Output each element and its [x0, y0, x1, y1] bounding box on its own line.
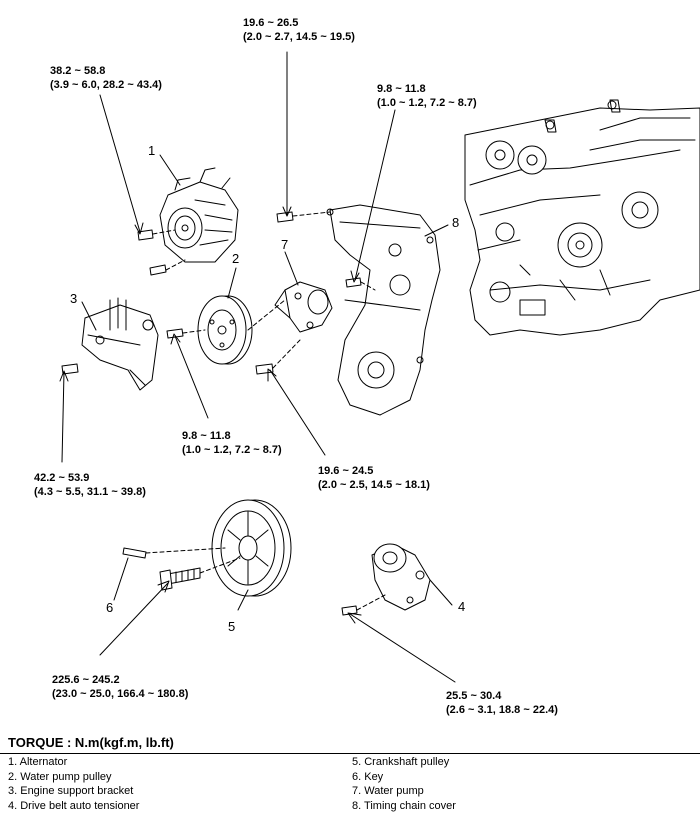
torque-value: 42.2 ~ 53.9: [34, 471, 146, 485]
torque-label-crankshaft-bolt: 225.6 ~ 245.2 (23.0 ~ 25.0, 166.4 ~ 180.…: [52, 673, 188, 701]
key: [123, 548, 146, 558]
torque-label-alternator: 38.2 ~ 58.8 (3.9 ~ 6.0, 28.2 ~ 43.4): [50, 64, 162, 92]
torque-conversion: (3.9 ~ 6.0, 28.2 ~ 43.4): [50, 78, 162, 92]
torque-value: 225.6 ~ 245.2: [52, 673, 188, 687]
engine-block: [465, 100, 700, 335]
legend-item: 2. Water pump pulley: [8, 770, 139, 785]
torque-value: 19.6 ~ 24.5: [318, 464, 430, 478]
alternator: [160, 168, 238, 262]
torque-value: 9.8 ~ 11.8: [377, 82, 477, 96]
torque-conversion: (1.0 ~ 1.2, 7.2 ~ 8.7): [377, 96, 477, 110]
callout-5: 5: [228, 620, 235, 634]
bolts: [62, 212, 361, 615]
legend-right-column: 5. Crankshaft pulley 6. Key 7. Water pum…: [352, 755, 456, 813]
torque-label-support-bracket: 42.2 ~ 53.9 (4.3 ~ 5.5, 31.1 ~ 39.8): [34, 471, 146, 499]
legend-left-column: 1. Alternator 2. Water pump pulley 3. En…: [8, 755, 139, 813]
callout-6: 6: [106, 601, 113, 615]
callout-4: 4: [458, 600, 465, 614]
legend-item: 6. Key: [352, 770, 456, 785]
torque-label-water-pump-top: 19.6 ~ 26.5 (2.0 ~ 2.7, 14.5 ~ 19.5): [243, 16, 355, 44]
engine-support-bracket: [82, 298, 158, 390]
legend-item: 5. Crankshaft pulley: [352, 755, 456, 770]
callout-7: 7: [281, 238, 288, 252]
torque-conversion: (1.0 ~ 1.2, 7.2 ~ 8.7): [182, 443, 282, 457]
callout-1: 1: [148, 144, 155, 158]
torque-conversion: (2.6 ~ 3.1, 18.8 ~ 22.4): [446, 703, 558, 717]
legend-item: 1. Alternator: [8, 755, 139, 770]
torque-label-water-pump-lower: 19.6 ~ 24.5 (2.0 ~ 2.5, 14.5 ~ 18.1): [318, 464, 430, 492]
legend-item: 8. Timing chain cover: [352, 799, 456, 813]
drive-belt-auto-tensioner: [372, 544, 430, 610]
legend-item: 7. Water pump: [352, 784, 456, 799]
torque-value: 38.2 ~ 58.8: [50, 64, 162, 78]
exploded-view-diagram: 19.6 ~ 26.5 (2.0 ~ 2.7, 14.5 ~ 19.5) 38.…: [0, 0, 700, 730]
water-pump: [275, 282, 332, 332]
timing-chain-cover: [327, 205, 440, 415]
water-pump-pulley: [198, 296, 252, 364]
torque-units-title: TORQUE : N.m(kgf.m, lb.ft): [8, 735, 174, 750]
callout-2: 2: [232, 252, 239, 266]
torque-value: 19.6 ~ 26.5: [243, 16, 355, 30]
callout-8: 8: [452, 216, 459, 230]
torque-label-tensioner: 25.5 ~ 30.4 (2.6 ~ 3.1, 18.8 ~ 22.4): [446, 689, 558, 717]
diagram-drawing: [0, 0, 700, 730]
crankshaft-bolt: [160, 568, 200, 590]
callout-3: 3: [70, 292, 77, 306]
legend-item: 3. Engine support bracket: [8, 784, 139, 799]
torque-conversion: (2.0 ~ 2.5, 14.5 ~ 18.1): [318, 478, 430, 492]
torque-value: 9.8 ~ 11.8: [182, 429, 282, 443]
torque-conversion: (4.3 ~ 5.5, 31.1 ~ 39.8): [34, 485, 146, 499]
legend-divider: [0, 753, 700, 754]
torque-conversion: (23.0 ~ 25.0, 166.4 ~ 180.8): [52, 687, 188, 701]
torque-label-timing-cover: 9.8 ~ 11.8 (1.0 ~ 1.2, 7.2 ~ 8.7): [377, 82, 477, 110]
legend-item: 4. Drive belt auto tensioner: [8, 799, 139, 813]
torque-conversion: (2.0 ~ 2.7, 14.5 ~ 19.5): [243, 30, 355, 44]
torque-value: 25.5 ~ 30.4: [446, 689, 558, 703]
torque-label-water-pump-pulley: 9.8 ~ 11.8 (1.0 ~ 1.2, 7.2 ~ 8.7): [182, 429, 282, 457]
